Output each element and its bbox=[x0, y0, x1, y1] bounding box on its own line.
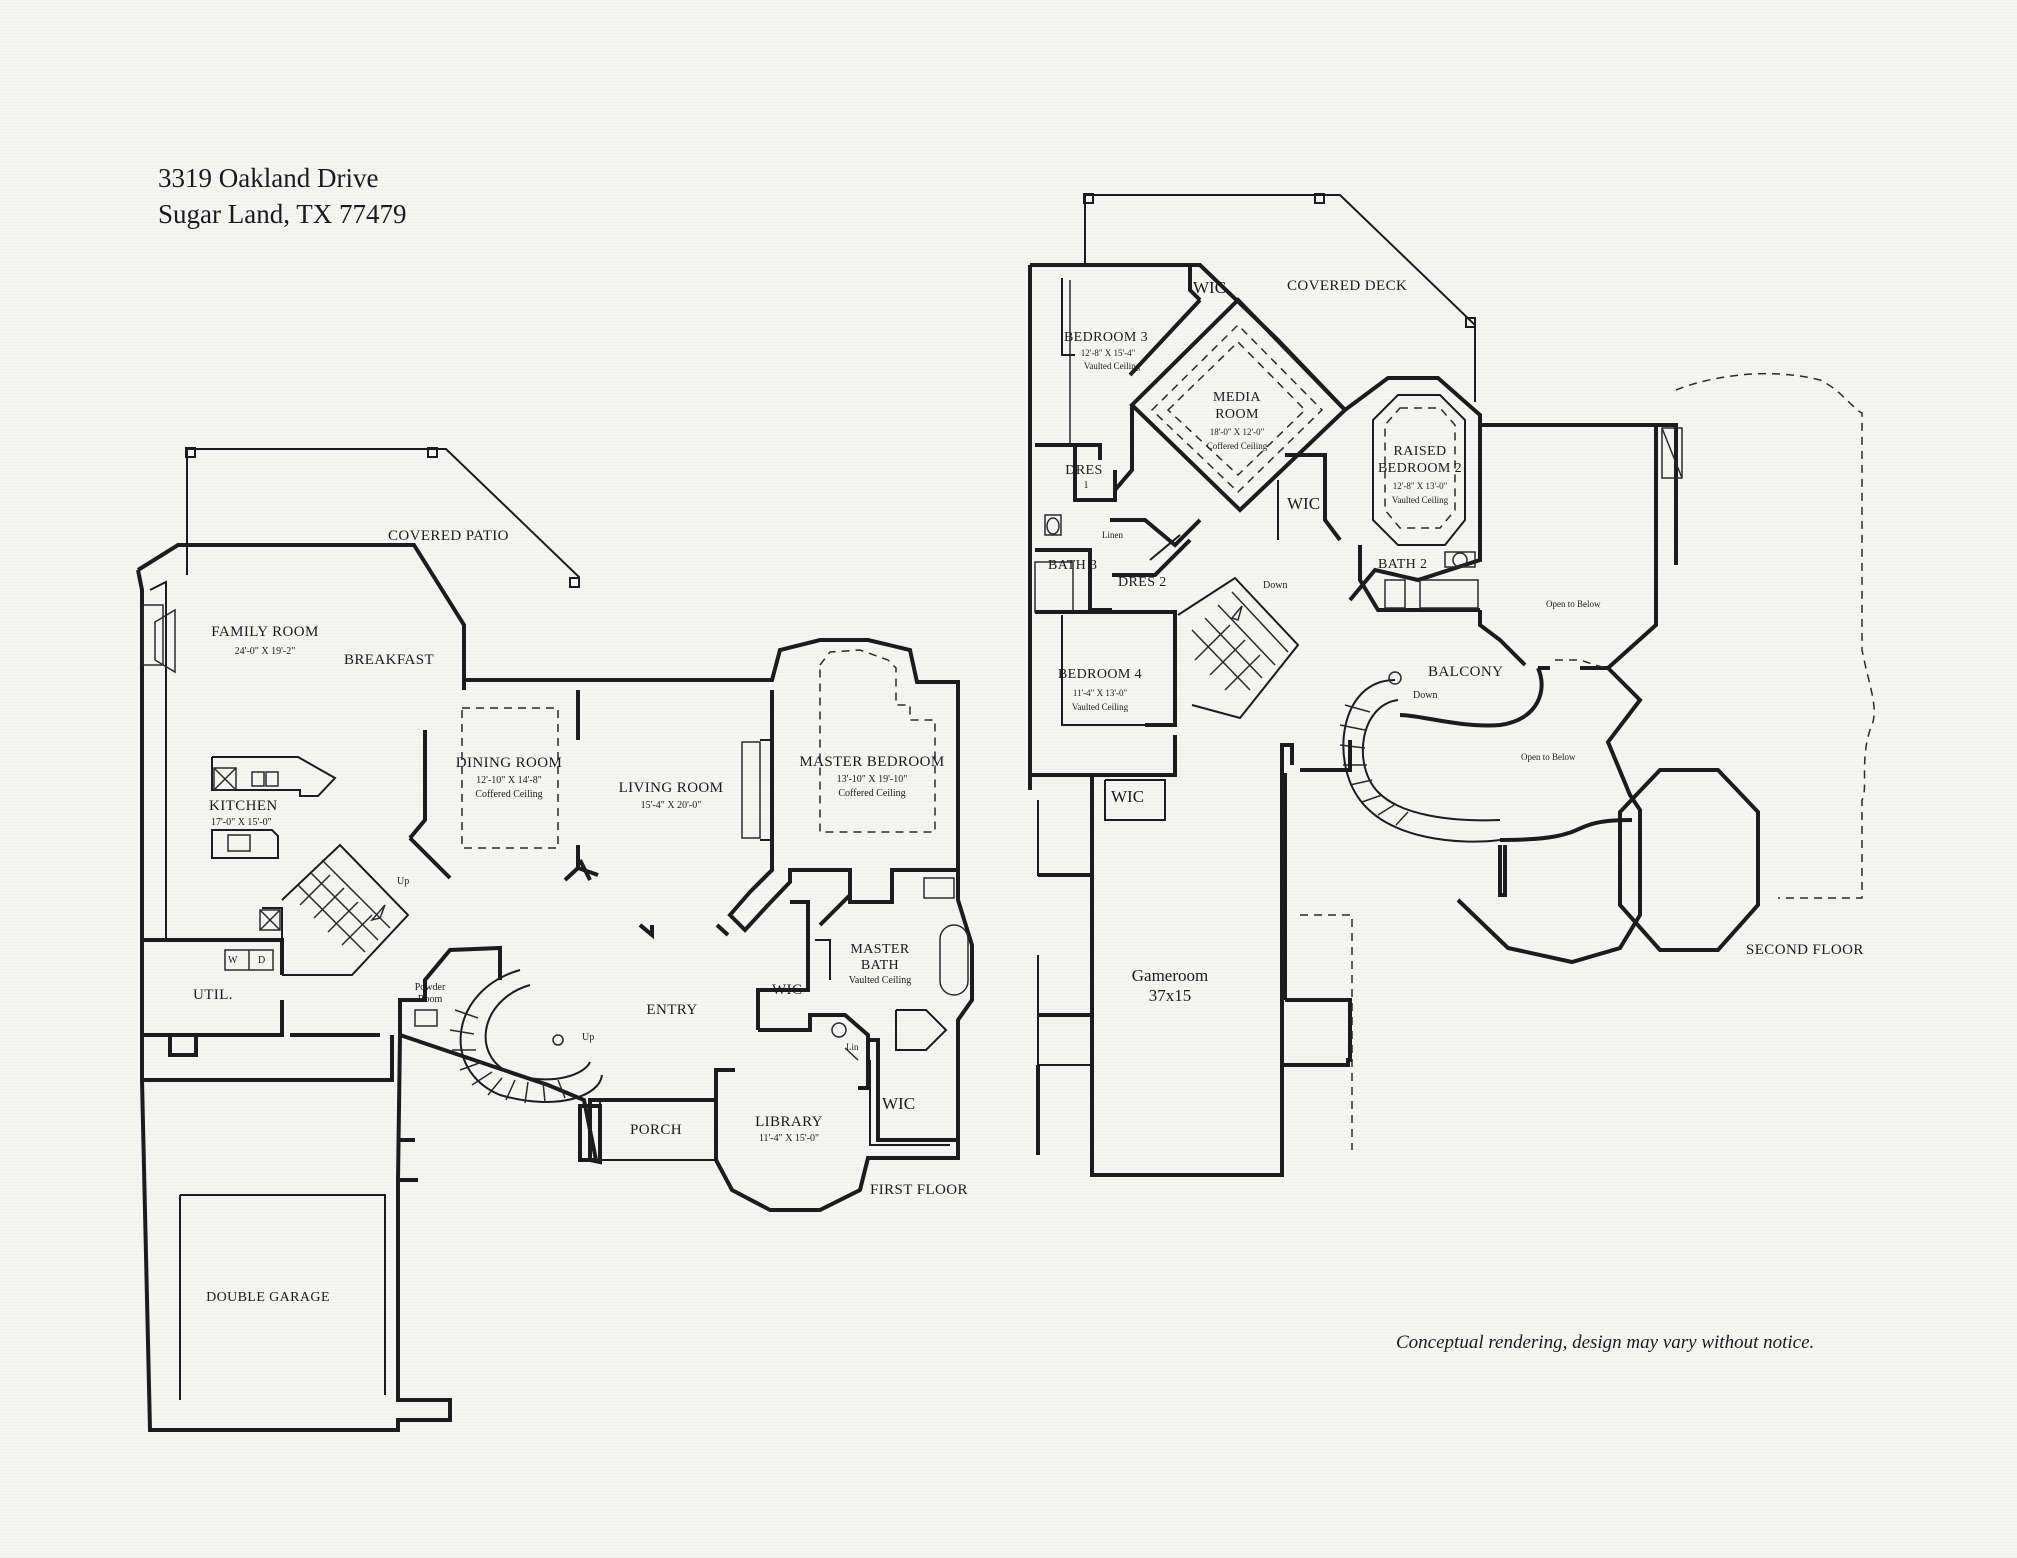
raised-bedroom-2-label-2: BEDROOM 2 bbox=[1377, 461, 1463, 476]
library-dims: 11'-4" X 15'-0" bbox=[758, 1133, 820, 1144]
linen-closet-label: Linen bbox=[1102, 530, 1123, 540]
raised-bedroom-2-dims: 12'-8" X 13'-0" bbox=[1392, 481, 1448, 491]
breakfast-label: BREAKFAST bbox=[344, 652, 435, 668]
media-coffered-ceiling bbox=[1150, 323, 1324, 494]
covered-patio-outline bbox=[186, 448, 580, 584]
open-to-below-label-2: Open to Below bbox=[1521, 752, 1576, 762]
utility-label: UTIL. bbox=[193, 987, 233, 1003]
disclaimer-text: Conceptual rendering, design may vary wi… bbox=[1396, 1332, 1815, 1353]
raised-bedroom-2-label-1: RAISED bbox=[1393, 444, 1447, 459]
master-coffered-ceiling bbox=[819, 649, 936, 833]
address-line-2: Sugar Land, TX 77479 bbox=[158, 199, 407, 229]
bedroom-3-note: Vaulted Ceiling bbox=[1083, 361, 1141, 371]
gameroom-dims: 37x15 bbox=[1148, 986, 1192, 1005]
dining-room-label: DINING ROOM bbox=[455, 755, 563, 771]
kitchen-label: KITCHEN bbox=[209, 798, 278, 814]
dining-room-note: Coffered Ceiling bbox=[475, 789, 543, 800]
library-wic-label: WIC bbox=[882, 1094, 916, 1113]
master-bedroom-note: Coffered Ceiling bbox=[838, 788, 906, 799]
master-bedroom-label: MASTER BEDROOM bbox=[799, 754, 945, 770]
stair-down-label-2: Down bbox=[1413, 690, 1438, 701]
washer-label: W bbox=[228, 955, 238, 966]
lower-wic-label: WIC bbox=[1111, 787, 1145, 806]
bedroom-4-dims: 11'-4" X 13'-0" bbox=[1072, 688, 1128, 698]
bedroom-4-note: Vaulted Ceiling bbox=[1071, 702, 1129, 712]
open-to-below-outline bbox=[1675, 372, 1875, 899]
library-label: LIBRARY bbox=[755, 1114, 823, 1130]
living-room-label: LIVING ROOM bbox=[618, 780, 724, 796]
top-wic-label: WIC bbox=[1193, 278, 1227, 297]
media-room-label-1: MEDIA bbox=[1213, 390, 1261, 405]
powder-room-label-2: Room bbox=[417, 994, 443, 1005]
master-bath-label-2: BATH bbox=[860, 958, 900, 973]
bedroom-4-label: BEDROOM 4 bbox=[1057, 667, 1143, 682]
family-room-label: FAMILY ROOM bbox=[211, 624, 319, 640]
bedroom-3-label: BEDROOM 3 bbox=[1063, 330, 1149, 345]
media-room-dims: 18'-0" X 12'-0" bbox=[1209, 427, 1265, 437]
covered-deck-label: COVERED DECK bbox=[1287, 278, 1408, 294]
family-room-dims: 24'-0" X 19'-2" bbox=[234, 646, 296, 657]
upper-staircase bbox=[1177, 576, 1300, 720]
middle-wic-label: WIC bbox=[1287, 494, 1321, 513]
living-room-dims: 15'-4" X 20'-0" bbox=[640, 800, 702, 811]
entry-label: ENTRY bbox=[646, 1002, 698, 1018]
bath-2-label: BATH 2 bbox=[1378, 557, 1428, 572]
covered-patio-label: COVERED PATIO bbox=[388, 528, 509, 544]
entry-stair-up-label: Up bbox=[582, 1032, 595, 1043]
media-room-note: Coffered Ceiling bbox=[1206, 441, 1268, 451]
stair-down-label-1: Down bbox=[1263, 580, 1288, 591]
kitchen-dims: 17'-0" X 15'-0" bbox=[211, 817, 272, 828]
master-bath-note: Vaulted Ceiling bbox=[848, 975, 912, 986]
kitchen-staircase bbox=[281, 843, 410, 976]
master-bath-label-1: MASTER bbox=[850, 942, 910, 957]
bedroom-3-dims: 12'-8" X 15'-4" bbox=[1080, 348, 1136, 358]
dres-1-label-2: 1 bbox=[1083, 480, 1089, 491]
dres-2-label: DRES 2 bbox=[1118, 575, 1167, 590]
open-to-below-label-1: Open to Below bbox=[1546, 599, 1601, 609]
raised-bedroom-2-note: Vaulted Ceiling bbox=[1391, 495, 1449, 505]
covered-deck-outline bbox=[1084, 194, 1476, 402]
dining-room-dims: 12'-10" X 14'-8" bbox=[476, 775, 542, 786]
master-wic-label: WIC bbox=[772, 982, 803, 998]
double-garage-label: DOUBLE GARAGE bbox=[206, 1290, 330, 1305]
dryer-label: D bbox=[258, 955, 266, 966]
powder-room-label-1: Powder bbox=[414, 982, 446, 993]
balcony-curved-staircase bbox=[1339, 667, 1633, 843]
balcony-label: BALCONY bbox=[1428, 664, 1504, 680]
dres-1-label-1: DRES bbox=[1065, 463, 1103, 478]
gameroom-label: Gameroom bbox=[1131, 966, 1209, 985]
first-floor-label: FIRST FLOOR bbox=[870, 1182, 968, 1198]
kitchen-stair-up-label: Up bbox=[397, 876, 410, 887]
second-floor-label: SECOND FLOOR bbox=[1746, 942, 1864, 958]
linen-label: Lin bbox=[846, 1042, 859, 1052]
bath-3-label: BATH 3 bbox=[1048, 558, 1098, 573]
master-bedroom-dims: 13'-10" X 19'-10" bbox=[836, 774, 908, 785]
dining-coffered-ceiling bbox=[461, 707, 559, 849]
first-floor-plan bbox=[136, 447, 974, 1432]
address-line-1: 3319 Oakland Drive bbox=[158, 163, 379, 193]
porch-label: PORCH bbox=[629, 1122, 683, 1138]
media-room-label-2: ROOM bbox=[1215, 407, 1259, 422]
entry-curved-staircase bbox=[449, 969, 603, 1104]
second-floor-plan bbox=[1028, 193, 1875, 1177]
